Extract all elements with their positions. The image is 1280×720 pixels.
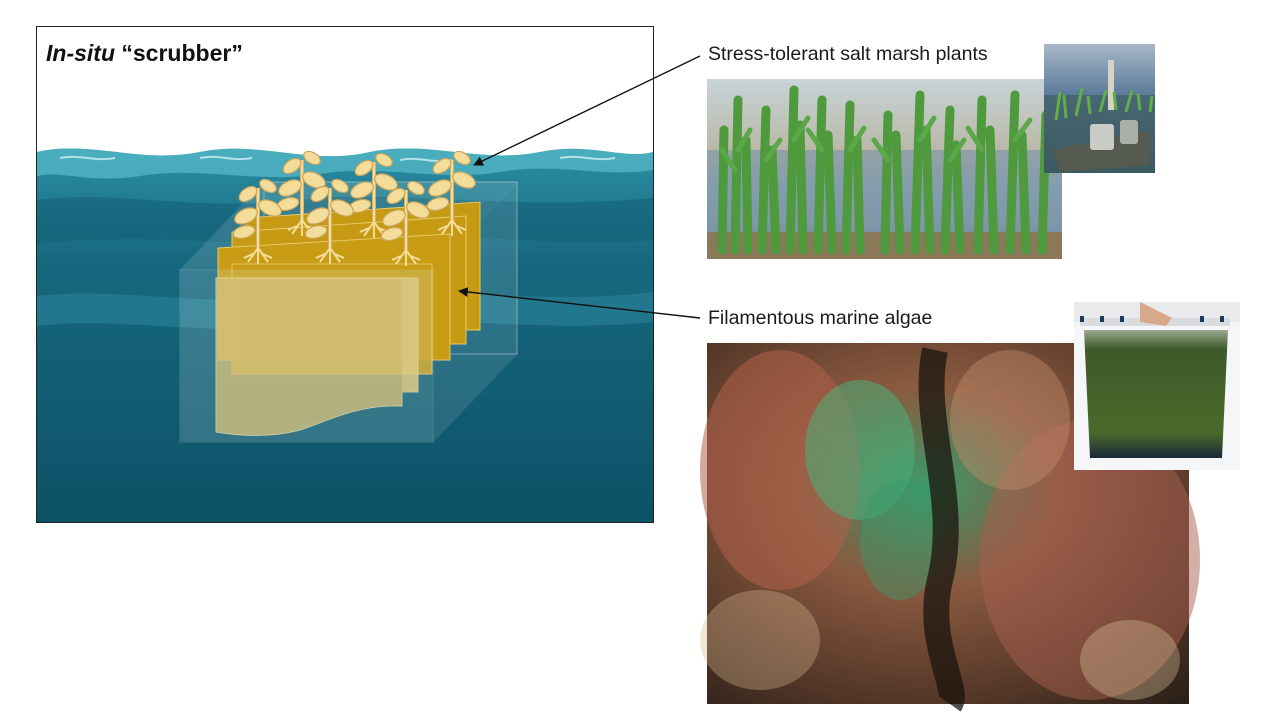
- marsh-tray-photo: [1044, 44, 1155, 173]
- algae-arrow: [458, 287, 701, 319]
- water-surface: [37, 148, 653, 179]
- salt-marsh-photo: [707, 79, 1062, 259]
- marsh-arrow: [473, 55, 701, 166]
- algae-tank-photo: [1074, 302, 1240, 470]
- front-panel: [215, 277, 419, 436]
- title-italic: In-situ: [46, 40, 115, 66]
- marsh-label: Stress-tolerant salt marsh plants: [708, 43, 988, 65]
- algae-panels: [215, 201, 481, 436]
- diagram-title: In-situ “scrubber”: [46, 40, 243, 67]
- scrubber-diagram: [36, 26, 654, 523]
- algae-label: Filamentous marine algae: [708, 307, 933, 329]
- title-rest: “scrubber”: [115, 40, 243, 66]
- box-front-face: [179, 269, 434, 443]
